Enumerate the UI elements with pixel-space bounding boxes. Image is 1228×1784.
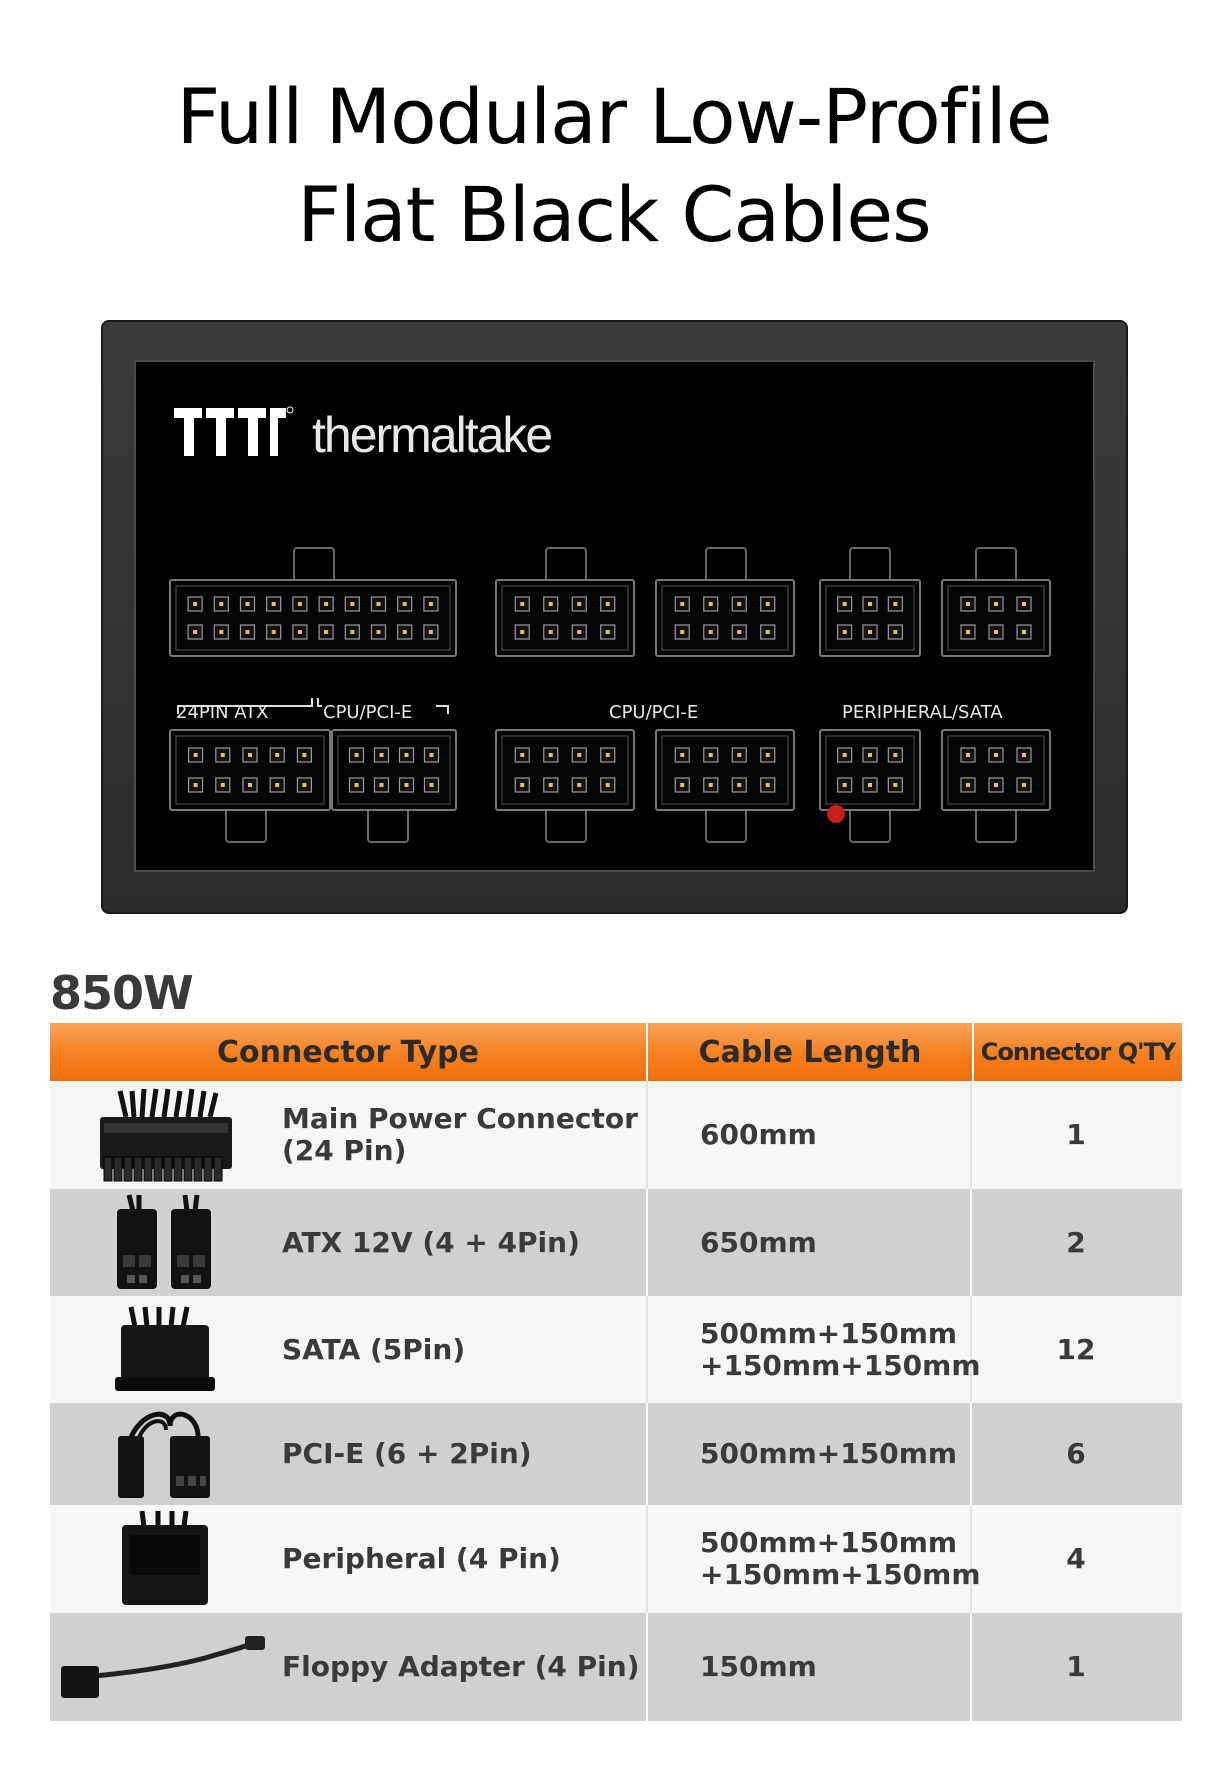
port-sata-bottom-2 — [941, 729, 1051, 811]
port-cpu-bottom-1-latch — [545, 807, 587, 843]
label-cpu-pcie-left: CPU/PCI-E — [323, 702, 413, 723]
table-row: Floppy Adapter (4 Pin) 150mm 1 — [50, 1613, 1182, 1721]
table-header: Connector Type Cable Length Connector Q'… — [50, 1023, 1182, 1081]
psu-panel-face: thermaltake 24PIN ATX CPU/PCI-E CPU/PCI-… — [134, 360, 1095, 872]
port-atx-bottom — [169, 729, 331, 811]
connector-type-label: SATA (5Pin) — [282, 1332, 466, 1366]
port-sata-top-2-latch — [975, 547, 1017, 583]
label-24pin-atx: 24PIN ATX — [176, 702, 269, 723]
modular-ports — [169, 547, 1051, 843]
port-cpu-top-1 — [495, 579, 635, 657]
connector-qty: 1 — [1066, 1650, 1086, 1683]
table-row: Peripheral (4 Pin) 500mm+150mm+150mm+150… — [50, 1505, 1182, 1613]
port-cpu-bottom-2-latch — [705, 807, 747, 843]
floppy-adapter-icon — [61, 1636, 265, 1698]
label-peripheral-sata: PERIPHERAL/SATA — [842, 702, 1003, 723]
header-connector-qty: Connector Q'TY — [980, 1038, 1176, 1066]
port-cpu-bottom-left — [331, 729, 457, 811]
port-cpu-bottom-left-latch — [367, 807, 409, 843]
page-title: Full Modular Low-Profile Flat Black Cabl… — [0, 68, 1228, 264]
cable-length: 150mm — [648, 1613, 972, 1721]
table-row: PCI-E (6 + 2Pin) 500mm+150mm 6 — [50, 1403, 1182, 1505]
atx-12v-connector-icon — [117, 1193, 211, 1289]
connector-type-label: Peripheral (4 Pin) — [282, 1542, 561, 1575]
bracket-cpu — [317, 698, 449, 714]
cable-length: 650mm — [648, 1189, 972, 1296]
port-sata-top-1-latch — [849, 547, 891, 583]
port-cpu-bottom-1 — [495, 729, 635, 811]
pcie-connector-icon — [118, 1411, 210, 1498]
port-sata-top-1 — [819, 579, 921, 657]
cable-spec-table: Connector Type Cable Length Connector Q'… — [50, 1023, 1182, 1721]
table-row: Main Power Connector (24 Pin) 600mm 1 — [50, 1081, 1182, 1189]
cable-length: 500mm+150mm+150mm+150mm — [648, 1296, 981, 1403]
connector-type-label: Floppy Adapter (4 Pin) — [282, 1650, 640, 1683]
sata-connector-icon — [115, 1306, 215, 1391]
cable-length: 500mm+150mm — [648, 1403, 972, 1505]
connector-qty: 1 — [1066, 1118, 1086, 1151]
port-sata-top-2 — [941, 579, 1051, 657]
connector-qty: 2 — [1066, 1225, 1086, 1259]
port-atx-top-latch — [293, 547, 335, 583]
bracket-atx — [177, 705, 296, 714]
port-atx-top — [169, 579, 457, 657]
port-cpu-top-2 — [655, 579, 795, 657]
title-line-1: Full Modular Low-Profile — [176, 72, 1052, 161]
wattage-label: 850W — [50, 966, 194, 1020]
title-line-2: Flat Black Cables — [297, 170, 932, 259]
cable-length: 500mm+150mm+150mm+150mm — [648, 1505, 981, 1613]
port-sata-bottom-1 — [819, 729, 921, 811]
port-cpu-top-2-latch — [705, 547, 747, 583]
brand-logo: thermaltake — [174, 400, 553, 463]
psu-modular-panel: thermaltake 24PIN ATX CPU/PCI-E CPU/PCI-… — [101, 320, 1128, 914]
cable-length: 600mm — [648, 1081, 972, 1189]
port-atx-bottom-latch — [225, 807, 267, 843]
brand-name: thermaltake — [312, 407, 553, 463]
port-cpu-bottom-2 — [655, 729, 795, 811]
port-cpu-top-1-latch — [545, 547, 587, 583]
connector-qty: 6 — [1066, 1437, 1086, 1470]
connector-type-label: ATX 12V (4 + 4Pin) — [282, 1225, 580, 1259]
header-connector-type: Connector Type — [50, 1023, 648, 1081]
header-cable-length: Cable Length — [648, 1023, 974, 1081]
thermaltake-logo-icon — [174, 406, 294, 456]
atx-24pin-connector-icon — [100, 1088, 232, 1182]
connector-qty: 12 — [1056, 1332, 1096, 1366]
connector-type-label: PCI-E (6 + 2Pin) — [282, 1437, 532, 1470]
connector-type-label: Main Power Connector (24 Pin) — [282, 1102, 638, 1167]
label-cpu-pcie-mid: CPU/PCI-E — [609, 702, 699, 723]
connector-qty: 4 — [1066, 1542, 1086, 1575]
port-sata-bottom-2-latch — [975, 807, 1017, 843]
port-sata-bottom-1-latch — [849, 807, 891, 843]
capacitor-icon — [827, 805, 845, 823]
molex-connector-icon — [122, 1510, 208, 1605]
table-row: ATX 12V (4 + 4Pin) 650mm 2 — [50, 1189, 1182, 1296]
table-row: SATA (5Pin) 500mm+150mm+150mm+150mm 12 — [50, 1296, 1182, 1403]
